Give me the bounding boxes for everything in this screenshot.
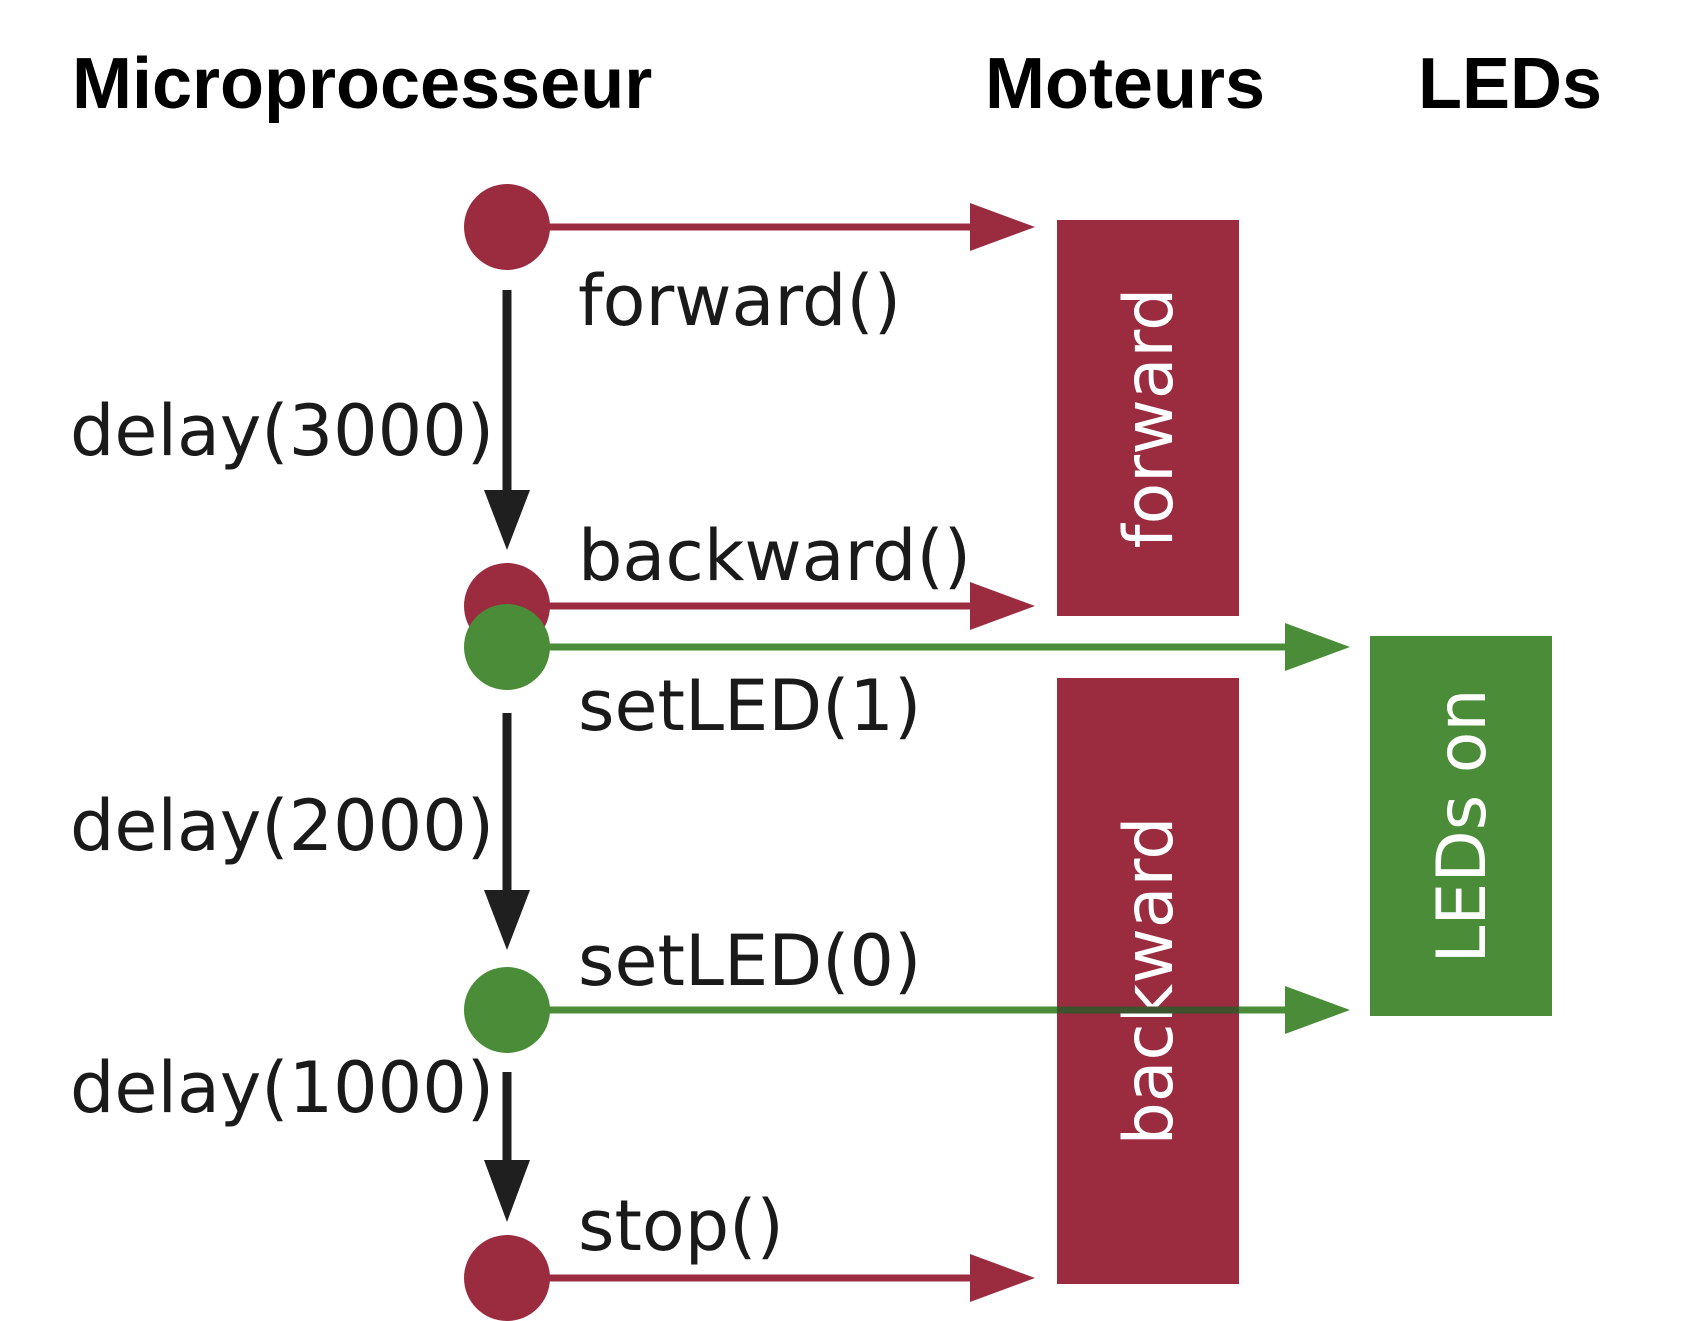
motor-bar-backward-label: backward — [1110, 817, 1189, 1146]
header-microprocessor: Microprocesseur — [72, 44, 652, 124]
header-motors: Moteurs — [985, 44, 1265, 124]
delay-arrow-1 — [484, 290, 530, 550]
event-dot-setled-on — [464, 604, 550, 690]
call-label-setled-off: setLED(0) — [578, 920, 921, 1002]
arrow-backward — [507, 582, 1035, 630]
event-dot-stop — [464, 1235, 550, 1321]
call-label-backward: backward() — [578, 515, 971, 597]
led-bar-on — [1370, 636, 1552, 1016]
arrow-setled-on — [507, 623, 1350, 671]
call-label-forward: forward() — [578, 260, 901, 342]
call-label-stop: stop() — [578, 1185, 784, 1267]
led-bar-on-label: LEDs on — [1423, 689, 1502, 964]
delay-label-2000: delay(2000) — [70, 785, 494, 867]
arrow-forward — [507, 203, 1035, 251]
call-label-setled-on: setLED(1) — [578, 665, 921, 747]
delay-arrow-3 — [484, 1072, 530, 1222]
header-leds: LEDs — [1418, 44, 1602, 124]
delay-label-1000: delay(1000) — [70, 1047, 494, 1129]
arrow-stop — [507, 1254, 1035, 1302]
motor-bar-forward-label: forward — [1110, 288, 1189, 549]
event-dot-setled-off — [464, 967, 550, 1053]
delay-label-3000: delay(3000) — [70, 390, 494, 472]
event-dot-forward — [464, 184, 550, 270]
delay-arrow-2 — [484, 713, 530, 950]
motor-bar-forward — [1057, 220, 1239, 616]
motor-bar-backward — [1057, 678, 1239, 1284]
